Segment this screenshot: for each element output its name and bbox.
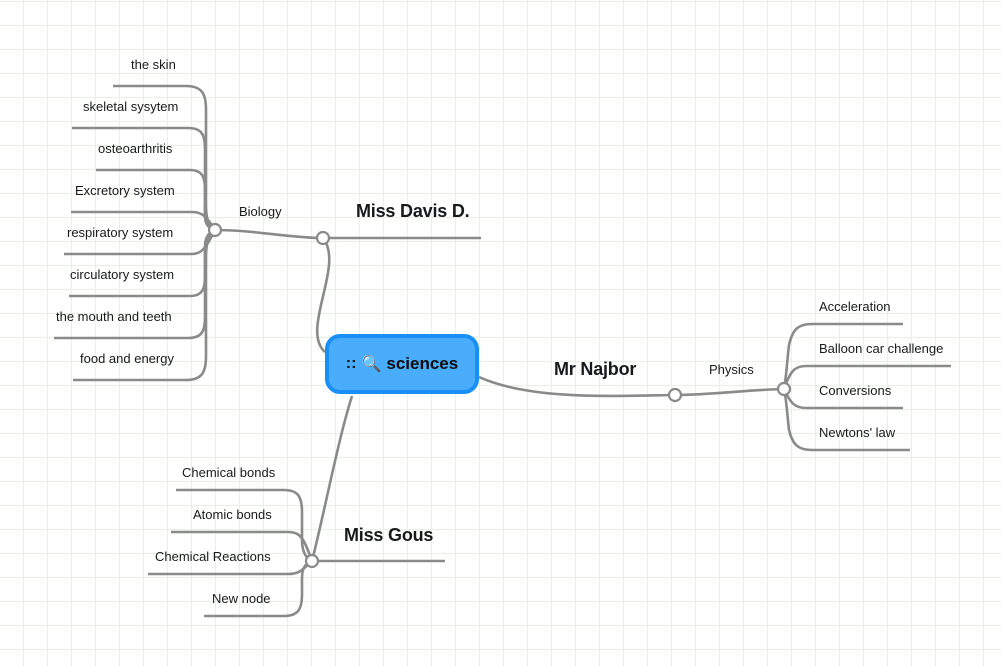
leaf-skeletal-sysytem[interactable]: skeletal sysytem (83, 99, 179, 114)
edge-najbor-spine (674, 387, 785, 397)
central-node[interactable]: :: 🔍 sciences (325, 334, 479, 394)
edge-central-to-physics (478, 375, 676, 398)
leaf-acceleration[interactable]: Acceleration (819, 299, 891, 314)
junction-gous (304, 553, 320, 569)
edge-phy-child-4 (782, 388, 910, 452)
leaf-atomic-bonds[interactable]: Atomic bonds (193, 507, 272, 522)
branch-subject-physics[interactable]: Physics (709, 362, 754, 377)
edge-chem-child-4 (204, 559, 313, 618)
leaf-osteoarthritis[interactable]: osteoarthritis (98, 141, 173, 156)
leaf-circulatory-system[interactable]: circulatory system (70, 267, 175, 282)
edge-phy-child-1 (782, 322, 903, 390)
edge-bio-child-3 (96, 168, 216, 232)
edge-central-to-biology (315, 237, 331, 353)
junction-physics (776, 381, 792, 397)
junction-davis (315, 230, 331, 246)
junction-najbor (667, 387, 683, 403)
leaf-chemical-bonds[interactable]: Chemical bonds (182, 465, 276, 480)
edge-biology-to-davis (214, 228, 324, 240)
leaf-the-mouth-and-teeth[interactable]: the mouth and teeth (56, 309, 172, 324)
edge-central-to-chemistry (310, 395, 354, 562)
leaf-food-and-energy[interactable]: food and energy (80, 351, 174, 366)
magnifier-icon: 🔍 (361, 356, 382, 373)
leaf-the-skin[interactable]: the skin (131, 57, 176, 72)
branch-teacher-miss-gous[interactable]: Miss Gous (344, 525, 434, 545)
drag-handle-icon[interactable]: :: (345, 355, 357, 372)
branch-subject-biology[interactable]: Biology (239, 204, 282, 219)
branch-teacher-mr-najbor[interactable]: Mr Najbor (554, 359, 637, 379)
branch-teacher-miss-davis[interactable]: Miss Davis D. (356, 201, 470, 221)
leaf-conversions[interactable]: Conversions (819, 383, 892, 398)
leaf-respiratory-system[interactable]: respiratory system (67, 225, 174, 240)
leaf-new-node[interactable]: New node (212, 591, 271, 606)
central-node-title: sciences (386, 354, 459, 373)
leaf-chemical-reactions[interactable]: Chemical Reactions (155, 549, 271, 564)
leaf-balloon-car-challenge[interactable]: Balloon car challenge (819, 341, 944, 356)
junction-biology (207, 222, 223, 238)
leaf-excretory-system[interactable]: Excretory system (75, 183, 175, 198)
leaf-newtons-law[interactable]: Newtons' law (819, 425, 896, 440)
